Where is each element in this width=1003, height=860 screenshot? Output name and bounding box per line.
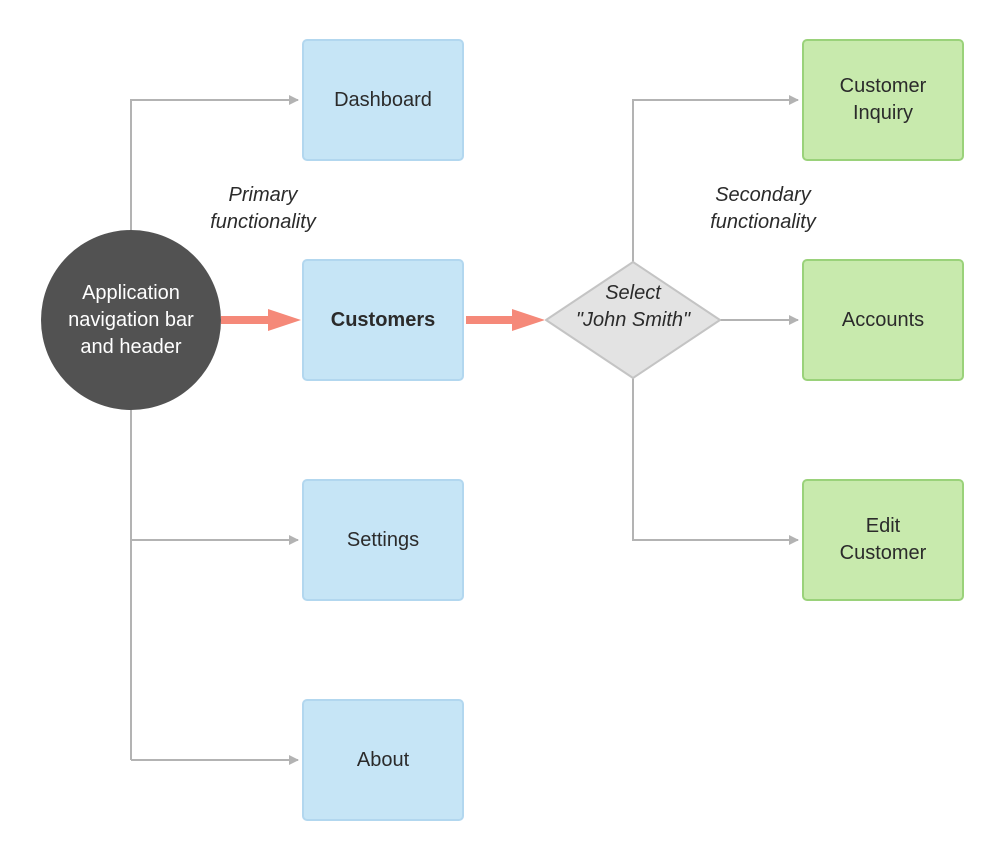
secondary-functionality-note: Secondary functionality [710, 184, 816, 233]
highlight-arrowhead-customers-decision [512, 309, 545, 331]
highlight-arrowhead-hub-customers [268, 309, 301, 331]
primary-functionality-note: Primary functionality [210, 184, 316, 233]
connector-decision-inquiry [632, 95, 799, 262]
connector-hub-dashboard [130, 95, 299, 230]
decision-label: Select "John Smith" [575, 282, 691, 331]
customers-node: Customers [302, 259, 464, 381]
connector-decision-edit [632, 378, 799, 545]
customer-inquiry-node: Customer Inquiry [802, 39, 964, 161]
dashboard-node: Dashboard [302, 39, 464, 161]
hub-navigation-node: Application navigation bar and header [41, 230, 221, 410]
about-node: About [302, 699, 464, 821]
accounts-node: Accounts [802, 259, 964, 381]
settings-node: Settings [302, 479, 464, 601]
decision-diamond [545, 261, 721, 379]
edit-customer-node: Edit Customer [802, 479, 964, 601]
